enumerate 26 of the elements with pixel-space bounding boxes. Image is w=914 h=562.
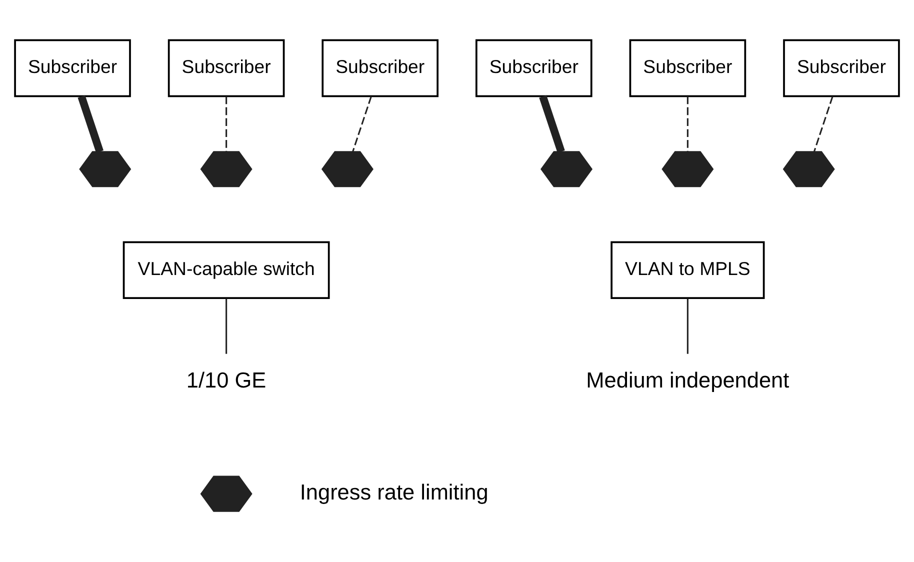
connector (352, 96, 372, 152)
node-hexagon (200, 151, 252, 188)
node-hexagon (321, 151, 374, 188)
connector (813, 96, 834, 152)
connector (686, 96, 688, 152)
node-hexagon (540, 151, 593, 188)
node-box: Subscriber (629, 39, 746, 98)
node-hexagon (200, 476, 252, 512)
node-text: 1/10 GE (186, 368, 266, 393)
node-box: Subscriber (14, 39, 131, 98)
connector (78, 95, 104, 153)
node-box: Subscriber (475, 39, 592, 98)
node-box: Subscriber (168, 39, 285, 98)
node-box: Subscriber (322, 39, 439, 98)
node-box: Subscriber (783, 39, 900, 98)
connector (539, 95, 565, 153)
node-box: VLAN-capable switch (122, 241, 330, 300)
node-text: Medium independent (586, 368, 790, 393)
connector (226, 298, 228, 354)
node-hexagon (662, 151, 714, 188)
node-box: VLAN to MPLS (610, 241, 765, 300)
node-hexagon (782, 151, 835, 188)
legend-label: Ingress rate limiting (300, 480, 488, 505)
node-hexagon (79, 151, 132, 188)
connector (226, 96, 228, 152)
connector (686, 298, 688, 354)
